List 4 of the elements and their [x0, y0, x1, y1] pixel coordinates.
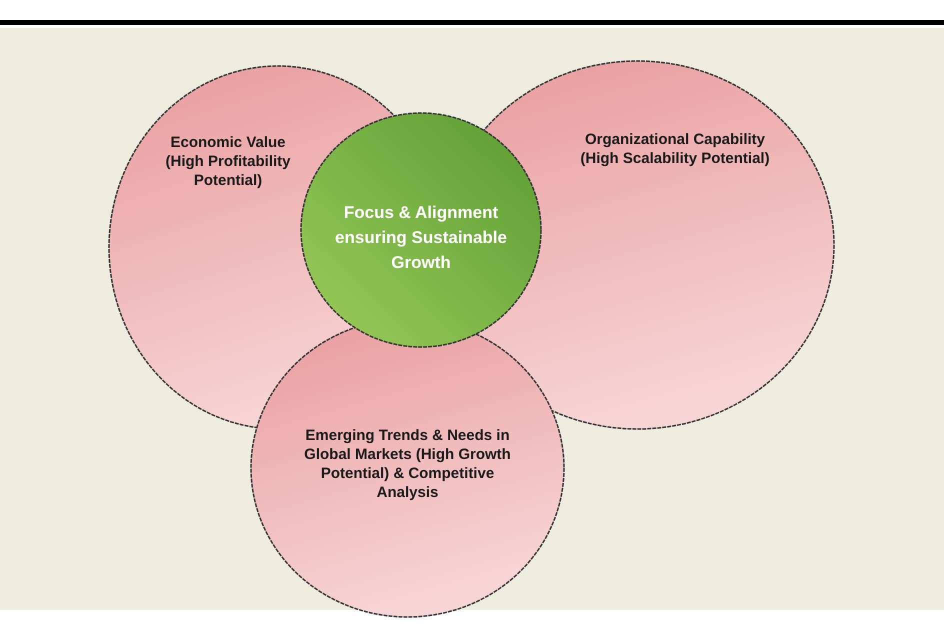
circle-label: Focus & Alignment ensuring Sustainable Growth: [334, 202, 508, 274]
circle-label: Emerging Trends & Needs in Global Markets (High Growth Potential) & Competitive Analysis: [303, 426, 512, 502]
circle-label: Economic Value (High Profitability Potential): [164, 133, 292, 190]
circle-label: Organizational Capability (High Scalability Potential): [579, 130, 771, 168]
